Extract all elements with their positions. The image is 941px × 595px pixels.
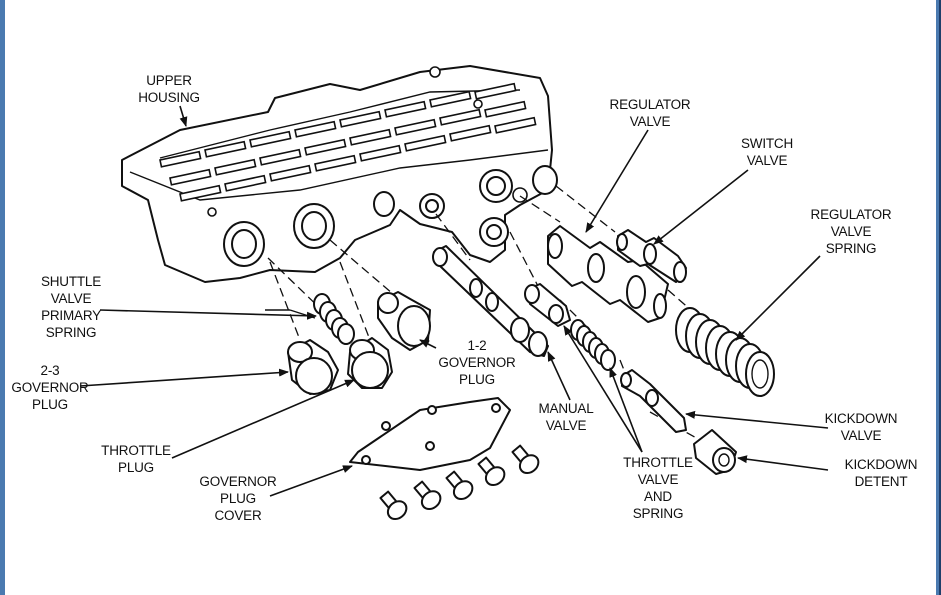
label-kickdown-valve: KICKDOWN VALVE bbox=[824, 411, 898, 443]
label-upper-housing: UPPER HOUSING bbox=[138, 73, 200, 105]
2-3-governor-plug-part bbox=[287, 339, 339, 395]
label-throttle-valve-and-spring: THROTTLE VALVE AND SPRING bbox=[623, 455, 693, 521]
kickdown-detent-part bbox=[693, 429, 737, 475]
label-1-2-governor-plug: 1-2 GOVERNOR PLUG bbox=[438, 338, 516, 387]
regulator-valve-spring-part bbox=[675, 307, 775, 397]
kickdown-valve-part bbox=[620, 369, 687, 433]
throttle-valve-and-spring-part bbox=[524, 283, 616, 371]
governor-plug-cover-part bbox=[349, 397, 511, 471]
label-manual-valve: MANUAL VALVE bbox=[538, 401, 594, 433]
label-throttle-plug: THROTTLE PLUG bbox=[101, 443, 171, 475]
label-governor-plug-cover: GOVERNOR PLUG COVER bbox=[199, 474, 277, 523]
label-kickdown-detent: KICKDOWN DETENT bbox=[844, 457, 918, 489]
label-shuttle-valve-primary-spring: SHUTTLE VALVE PRIMARY SPRING bbox=[40, 274, 102, 340]
1-2-governor-plug-part bbox=[377, 291, 431, 351]
switch-valve-part bbox=[616, 229, 687, 283]
upper-housing bbox=[121, 65, 558, 283]
label-switch-valve: SWITCH VALVE bbox=[740, 136, 794, 168]
shuttle-valve-primary-spring-part bbox=[313, 293, 355, 345]
leader-lines bbox=[79, 105, 829, 497]
label-regulator-valve: REGULATOR VALVE bbox=[609, 97, 691, 129]
cover-screws bbox=[379, 444, 540, 521]
label-2-3-governor-plug: 2-3 GOVERNOR PLUG bbox=[11, 363, 89, 412]
manual-valve-part bbox=[432, 245, 549, 357]
regulator-valve-part bbox=[547, 225, 669, 323]
label-regulator-valve-spring: REGULATOR VALVE SPRING bbox=[810, 207, 892, 256]
throttle-plug-part bbox=[347, 337, 393, 389]
